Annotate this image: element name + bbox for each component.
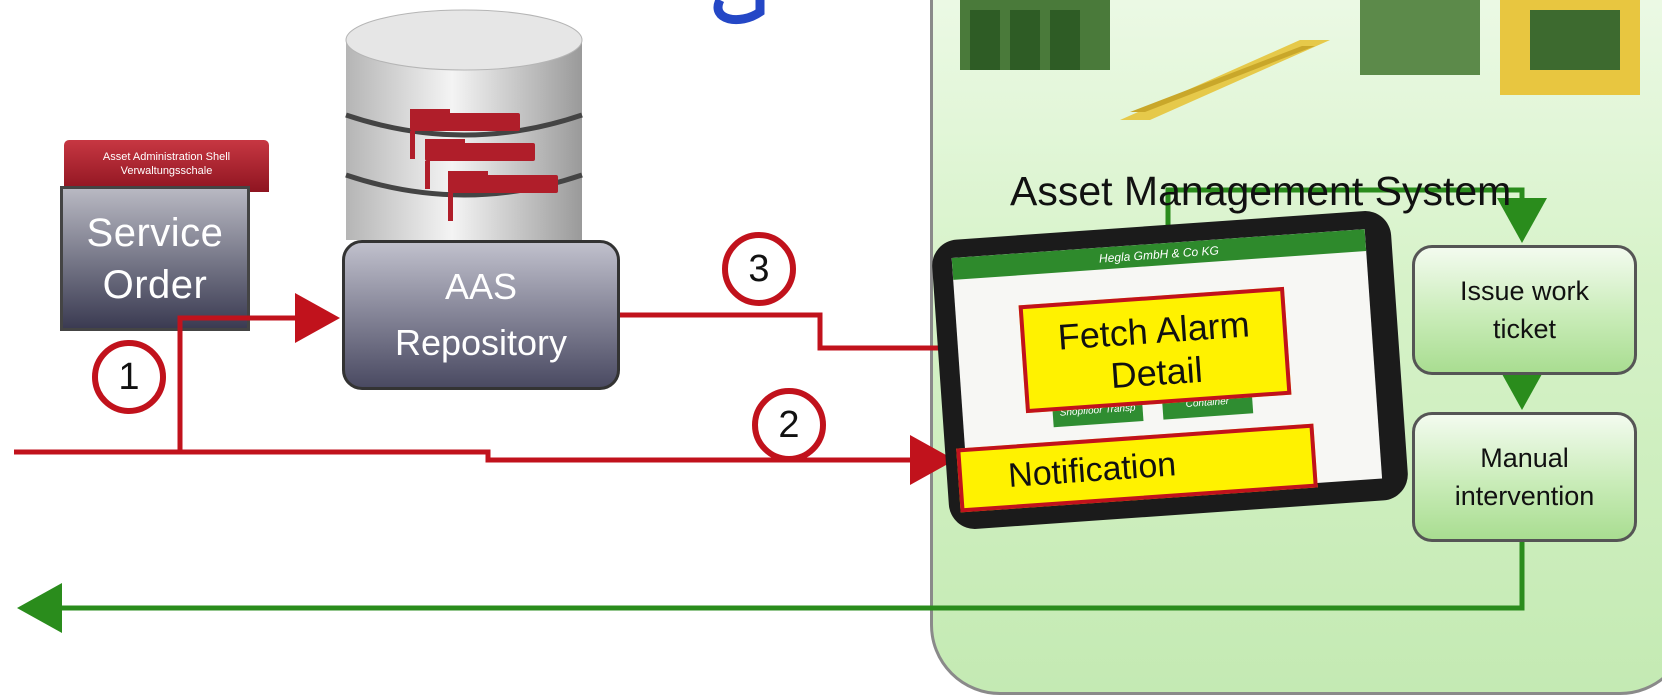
service-order-line2: Order <box>102 262 208 307</box>
red-fetch-line <box>620 312 1025 373</box>
fetch-alarm-callout: Fetch Alarm Detail <box>1018 286 1292 414</box>
green-tablet-to-ticket <box>1165 187 1547 243</box>
red-main-line <box>14 293 340 455</box>
issue-line1: Issue work <box>1459 276 1590 306</box>
ams-title: Asset Management System <box>1010 168 1512 214</box>
machine-image <box>960 0 1640 120</box>
step-badge-2: 2 <box>752 388 826 462</box>
green-return-line <box>17 542 1525 633</box>
manual-line1: Manual <box>1480 443 1569 473</box>
issue-ticket-box: Issue work ticket <box>1412 245 1637 375</box>
aas-repository-box: AAS Repository <box>342 240 620 390</box>
aas-tag-line2: Verwaltungsschale <box>120 165 213 177</box>
manual-intervention-box: Manual intervention <box>1412 412 1637 542</box>
aas-repository-line2: Repository <box>394 322 568 363</box>
manual-line2: intervention <box>1454 481 1595 511</box>
red-notification-line <box>180 435 955 485</box>
tablet-header: Hegla GmbH & Co KG <box>951 229 1367 280</box>
step-badge-3: 3 <box>722 232 796 306</box>
service-order-line1: Service <box>86 210 224 255</box>
step-badge-1: 1 <box>92 340 166 414</box>
heading-fragment <box>713 0 765 25</box>
issue-line2: ticket <box>1492 314 1556 344</box>
aas-repository-line1: AAS <box>444 266 518 307</box>
aas-tag: Asset Administration Shell Verwaltungssc… <box>64 140 269 192</box>
aas-tag-line1: Asset Administration Shell <box>102 151 231 163</box>
database-icon <box>345 9 583 240</box>
service-order-box: Service Order <box>60 186 250 331</box>
